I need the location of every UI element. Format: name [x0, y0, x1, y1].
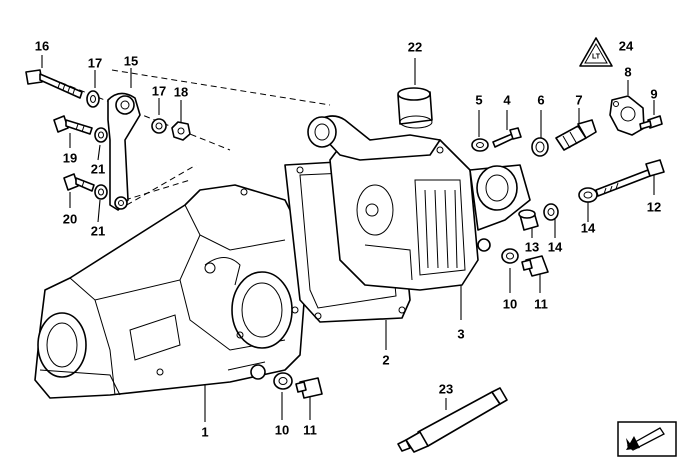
warning-triangle-24: [579, 37, 613, 67]
sealing-ring-6: [531, 137, 549, 157]
label-2: 2: [382, 352, 390, 368]
warning-triangle-text: LT: [591, 53, 601, 61]
label-1: 1: [201, 424, 209, 440]
label-15: 15: [123, 53, 139, 69]
bracket-arm: [107, 92, 141, 211]
label-21-lower: 21: [90, 223, 106, 239]
label-11-right: 11: [534, 296, 548, 312]
plug-11a: [295, 377, 323, 399]
label-8: 8: [624, 64, 632, 80]
screw-9: [639, 115, 663, 130]
rubber-mount: [397, 87, 433, 129]
label-7: 7: [575, 92, 583, 108]
washer-17a: [86, 90, 100, 108]
label-13: 13: [524, 239, 540, 255]
ring-10b: [501, 248, 519, 264]
label-11-bottom: 11: [303, 422, 317, 438]
leader-lines: [41, 55, 655, 422]
bushing-13: [518, 209, 539, 231]
label-4: 4: [503, 92, 511, 108]
label-16: 16: [34, 38, 50, 54]
label-23: 23: [438, 381, 454, 397]
washer-17b: [151, 118, 167, 134]
bolt-12: [595, 159, 665, 197]
label-14-middle: 14: [547, 239, 563, 255]
bolt-19: [53, 115, 93, 135]
bolt-16: [25, 69, 83, 99]
label-19: 19: [62, 150, 78, 166]
ring-10a: [273, 372, 293, 390]
washer-14b: [578, 187, 598, 203]
label-20: 20: [62, 211, 78, 227]
upper-mounting-arm: [307, 115, 441, 161]
direction-arrow-box: [617, 421, 677, 457]
label-17-right: 17: [151, 83, 167, 99]
differential-cover: [329, 139, 479, 291]
label-9: 9: [650, 86, 658, 102]
bolt-4: [492, 127, 522, 148]
housing-fitting: [250, 364, 266, 380]
bracket-plate-8: [609, 95, 645, 136]
label-10-right: 10: [502, 296, 518, 312]
label-22: 22: [407, 39, 423, 55]
label-10-bottom: 10: [274, 422, 290, 438]
label-12: 12: [646, 199, 662, 215]
label-3: 3: [457, 326, 465, 342]
sensor-7: [555, 119, 597, 151]
label-5: 5: [475, 92, 483, 108]
label-14-right: 14: [580, 220, 596, 236]
washer-5: [471, 138, 489, 152]
sealant-tube-23: [397, 387, 508, 453]
label-24: 24: [618, 38, 634, 54]
nut-18: [171, 121, 191, 141]
washer-14a: [543, 203, 559, 221]
cover-fitting: [477, 238, 491, 252]
label-21-upper: 21: [90, 161, 106, 177]
label-17-left: 17: [87, 55, 103, 71]
label-18: 18: [173, 84, 189, 100]
label-6: 6: [537, 92, 545, 108]
washer-21b: [94, 184, 108, 200]
bolt-20: [63, 173, 95, 192]
plug-11b: [521, 255, 549, 277]
washer-21a: [94, 127, 108, 143]
rear-mount-bracket: [469, 164, 531, 231]
